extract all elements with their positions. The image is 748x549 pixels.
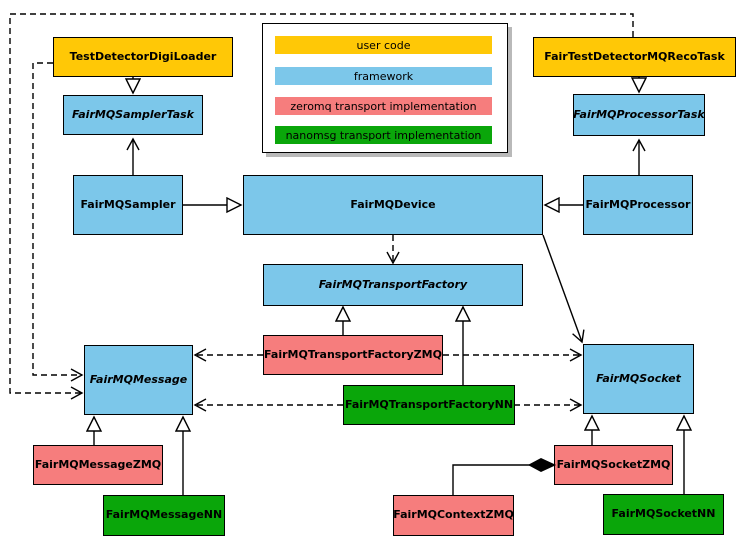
class-label: FairMQTransportFactory	[318, 277, 468, 291]
class-label: FairMQTransportFactoryZMQ	[264, 347, 442, 361]
class-label: FairMQSampler	[80, 197, 176, 211]
class-label: FairMQMessage	[89, 372, 188, 386]
class-label: FairMQContextZMQ	[393, 508, 514, 522]
composition-line-contextzmq-to-socketzmq	[452, 464, 530, 495]
class-box-fairmqmessage: FairMQMessage	[84, 345, 193, 415]
class-box-fairmqmessagenn: FairMQMessageNN	[103, 495, 225, 536]
class-box-fairmqtransportfactory: FairMQTransportFactory	[263, 264, 523, 306]
class-box-fairmqprocessortask: FairMQProcessorTask	[573, 94, 705, 136]
legend-label: user code	[356, 38, 411, 52]
legend-label: zeromq transport implementation	[290, 99, 477, 113]
class-label: FairMQSamplerTask	[72, 107, 194, 121]
legend-label: nanomsg transport implementation	[285, 128, 482, 142]
class-label: FairMQProcessorTask	[573, 107, 705, 121]
class-box-fairmqdevice: FairMQDevice	[243, 175, 543, 235]
class-label: FairMQMessageNN	[105, 508, 223, 522]
class-label: FairMQSocketZMQ	[556, 457, 671, 471]
class-box-fairmqsampler: FairMQSampler	[73, 175, 183, 235]
class-label: FairMQProcessor	[585, 197, 691, 211]
class-label: FairMQMessageZMQ	[34, 457, 162, 471]
association-arrow-device-to-socket	[542, 234, 585, 344]
class-label: FairMQDevice	[350, 197, 436, 211]
class-box-fairmqsocketzmq: FairMQSocketZMQ	[554, 445, 673, 485]
class-label: FairMQSocketNN	[611, 507, 716, 521]
class-label: FairMQSocket	[596, 371, 681, 385]
legend: user code framework zeromq transport imp…	[262, 23, 508, 153]
class-box-fairmqsamplertask: FairMQSamplerTask	[63, 95, 203, 135]
legend-item-framework: framework	[275, 67, 492, 85]
legend-label: framework	[353, 69, 414, 83]
class-box-testdetectordigiloader: TestDetectorDigiLoader	[53, 37, 233, 77]
class-label: FairMQTransportFactoryNN	[344, 397, 514, 411]
class-box-fairtestdetectormqrecotask: FairTestDetectorMQRecoTask	[533, 37, 736, 77]
class-box-fairmqtransportfactoryzmq: FairMQTransportFactoryZMQ	[263, 335, 443, 375]
class-box-fairmqprocessor: FairMQProcessor	[583, 175, 693, 235]
class-label: TestDetectorDigiLoader	[69, 49, 217, 63]
class-box-fairmqsocket: FairMQSocket	[583, 344, 694, 414]
class-label: FairTestDetectorMQRecoTask	[544, 49, 725, 63]
legend-item-zeromq: zeromq transport implementation	[275, 97, 492, 115]
class-box-fairmqcontextzmq: FairMQContextZMQ	[393, 495, 514, 536]
class-box-fairmqmessagezmq: FairMQMessageZMQ	[33, 445, 163, 485]
class-box-fairmqtransportfactorynn: FairMQTransportFactoryNN	[343, 385, 515, 425]
composition-diamond-icon	[527, 457, 557, 473]
legend-item-nanomsg: nanomsg transport implementation	[275, 126, 492, 144]
class-box-fairmqsocketnn: FairMQSocketNN	[603, 494, 724, 535]
legend-item-user-code: user code	[275, 36, 492, 54]
